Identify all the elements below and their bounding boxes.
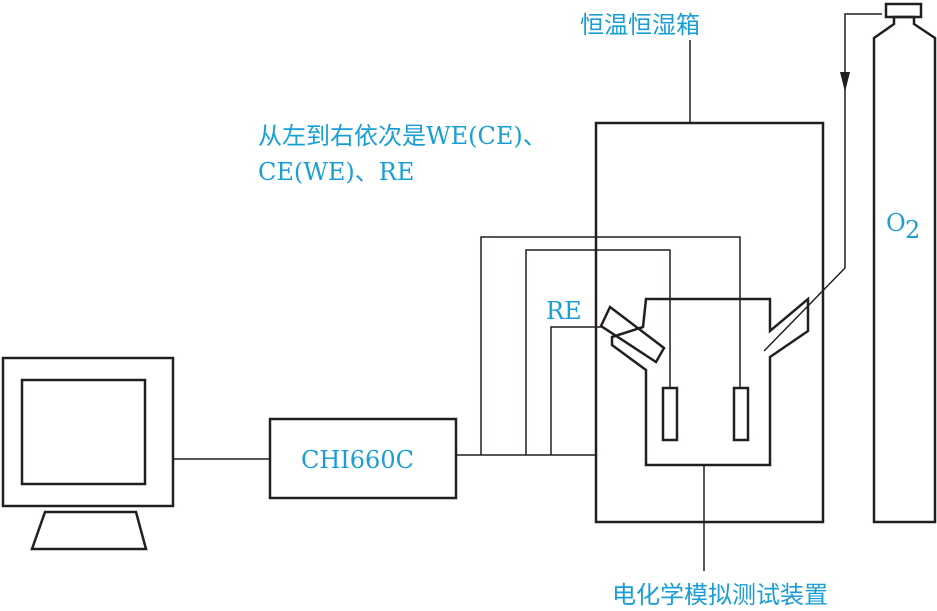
electrode-leads [456,236,741,456]
potentiostat-label: CHI660C [301,446,414,474]
electrode-order-note-line1: 从左到右依次是WE(CE)、 [258,122,547,150]
gas-cylinder-icon [872,2,937,524]
computer-monitor-icon [1,356,175,551]
counter-electrode [732,386,750,442]
gas-label-main: O [886,209,906,237]
chamber-title: 恒温恒湿箱 [580,11,700,39]
working-electrode [661,386,679,442]
potentiostat-box: CHI660C [268,417,458,500]
gas-label: O 2 [886,209,920,244]
electrochemical-cell [599,296,810,571]
cell-caption: 电化学模拟测试装置 [612,581,828,609]
gas-label-subscript: 2 [905,216,920,244]
reference-electrode [599,305,666,364]
electrode-order-note-line2: CE(WE)、RE [258,158,414,186]
gas-flow-arrow-icon [840,72,850,92]
reference-electrode-label: RE [546,297,582,325]
climate-chamber [594,40,825,524]
gas-line [763,13,882,352]
